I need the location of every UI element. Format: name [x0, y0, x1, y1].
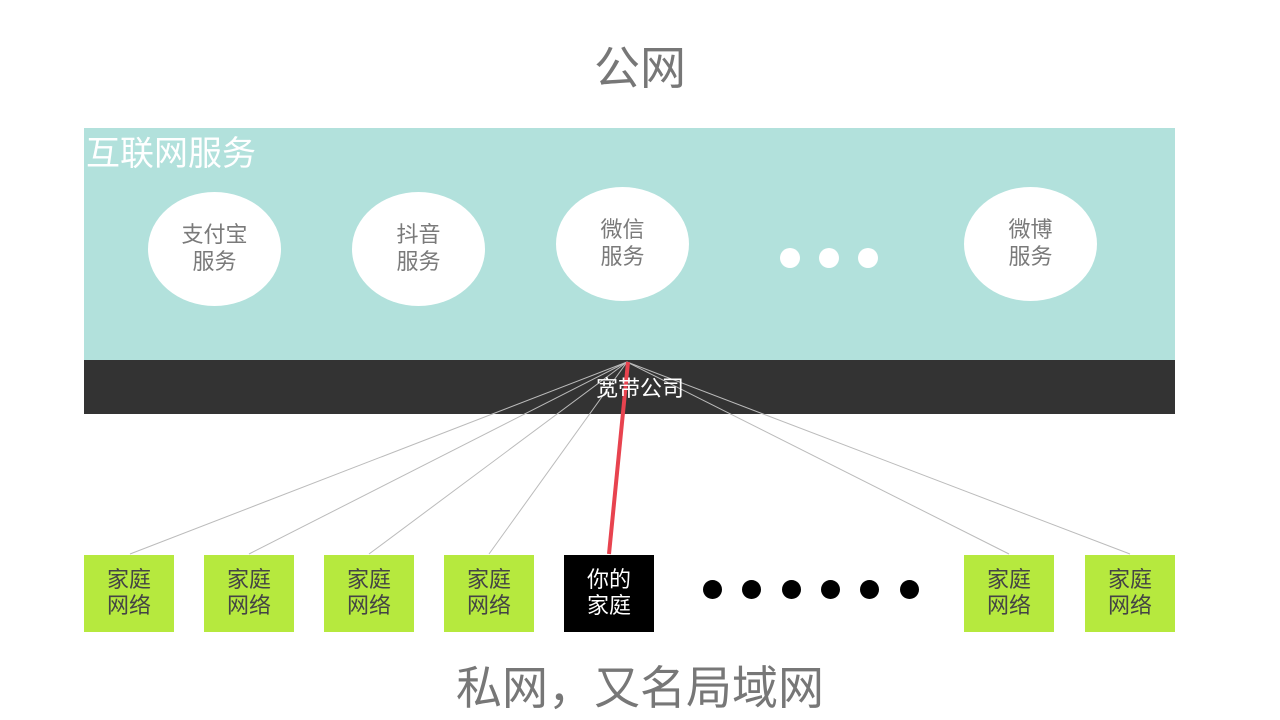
home-network: 家庭 网络: [444, 555, 534, 632]
isp-bar: [84, 360, 1175, 414]
ellipsis-dot: [858, 248, 878, 268]
home-network: 家庭 网络: [964, 555, 1054, 632]
service-wechat: 微信 服务: [556, 187, 689, 301]
link-line: [626, 361, 1131, 555]
service-weibo: 微博 服务: [964, 187, 1097, 301]
ellipsis-dot: [900, 580, 919, 599]
ellipsis-dot: [821, 580, 840, 599]
service-alipay: 支付宝 服务: [148, 192, 281, 306]
your-home-link: [607, 361, 630, 555]
link-line: [129, 361, 628, 555]
ellipsis-dot: [860, 580, 879, 599]
private-network-title: 私网，又名局域网: [456, 661, 824, 715]
ellipsis-dot: [780, 248, 800, 268]
link-line: [248, 361, 628, 555]
home-network: 家庭 网络: [84, 555, 174, 632]
home-network: 家庭 网络: [324, 555, 414, 632]
link-line: [488, 361, 628, 555]
home-network: 家庭 网络: [204, 555, 294, 632]
ellipsis-dot: [742, 580, 761, 599]
link-line: [368, 361, 628, 555]
public-network-title: 公网: [594, 41, 686, 95]
isp-label: 宽带公司: [595, 377, 684, 402]
service-douyin: 抖音 服务: [352, 192, 485, 306]
your-home-network: 你的 家庭: [564, 555, 654, 632]
link-line: [626, 361, 1010, 555]
ellipsis-dot: [819, 248, 839, 268]
internet-services-label: 互联网服务: [86, 134, 256, 174]
home-network: 家庭 网络: [1085, 555, 1175, 632]
ellipsis-dot: [782, 580, 801, 599]
ellipsis-dot: [703, 580, 722, 599]
